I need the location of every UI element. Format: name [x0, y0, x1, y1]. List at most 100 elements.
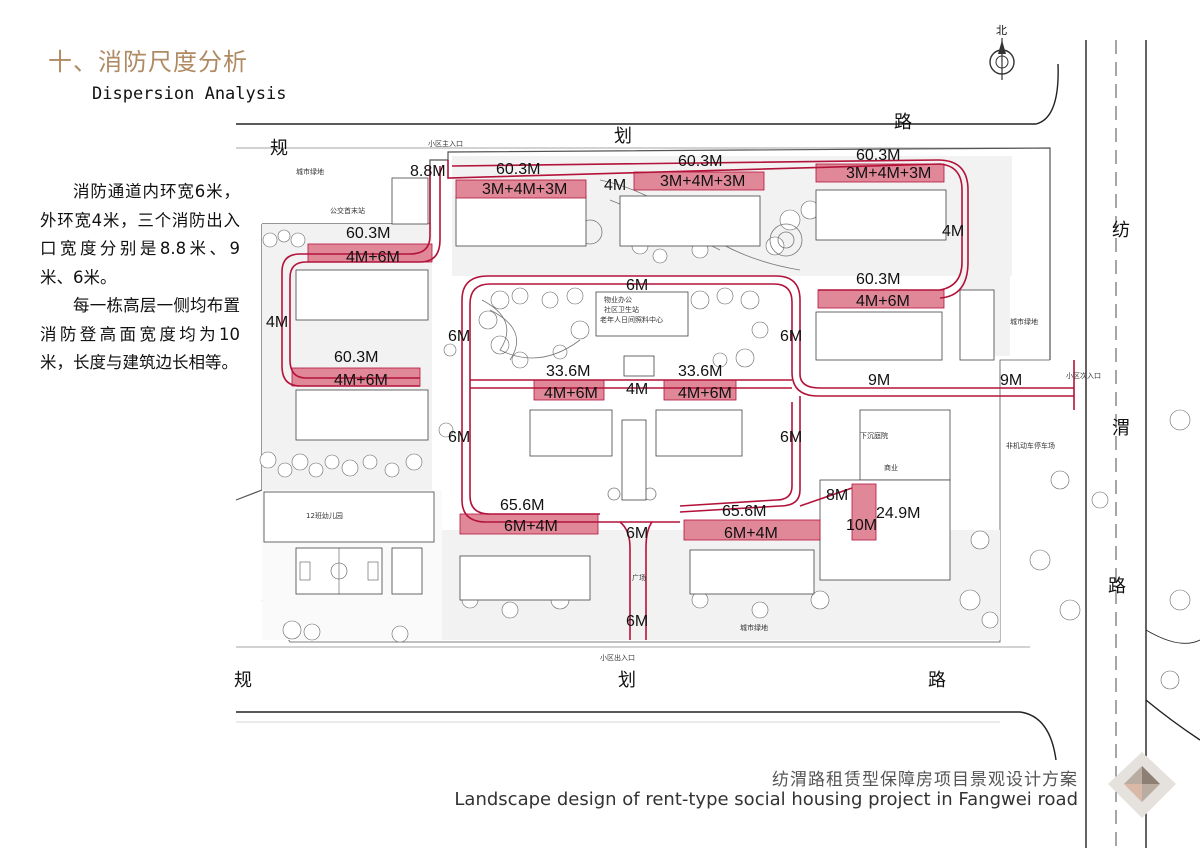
dim-n3-width: 3M+4M+3M: [846, 165, 931, 182]
dim-n2-width: 3M+4M+3M: [660, 173, 745, 190]
dim-outer-west: 4M: [266, 314, 288, 331]
plan-labels: 小区主入口 小区出入口 小区次入口 城市绿地 城市绿地 城市绿地 公交首末站 1…: [296, 139, 1101, 662]
label-square: 广场: [632, 573, 646, 582]
buildings: [263, 177, 995, 601]
dim-se-a: 8M: [826, 487, 848, 504]
description-paragraph-2: 每一栋高层一侧均布置消防登高面宽度均为10米，长度与建筑边长相等。: [40, 296, 240, 372]
label-green-city-3: 城市绿地: [740, 623, 768, 632]
label-gate-north: 小区主入口: [428, 139, 463, 148]
dim-n2-length: 60.3M: [678, 153, 722, 170]
dim-se-b: 10M: [846, 517, 877, 534]
dimension-labels: 8.8M 60.3M 3M+4M+3M 60.3M 3M+4M+3M 60.3M…: [266, 147, 1022, 630]
dim-s2-length: 65.6M: [722, 503, 766, 520]
dim-s1-width: 6M+4M: [504, 518, 558, 535]
dim-east-entry-a: 9M: [868, 372, 890, 389]
label-bus: 公交首末站: [330, 206, 365, 215]
dim-entry-south: 6M: [626, 613, 648, 630]
dim-se-length: 24.9M: [876, 505, 920, 522]
road-south-char-2: 划: [618, 670, 636, 691]
dim-inner-west-1: 6M: [448, 328, 470, 345]
band-s2: [683, 519, 821, 541]
road-south-char-1: 规: [234, 670, 252, 691]
band-n2: [633, 171, 765, 191]
fire-route: [281, 159, 1075, 640]
dim-e1-length: 60.3M: [856, 271, 900, 288]
page-subtitle: Dispersion Analysis: [92, 84, 287, 104]
bike-parking: [959, 289, 995, 361]
road-lines: [236, 40, 1200, 848]
kindergarten-building: [263, 491, 435, 543]
label-parking: 非机动车停车场: [1006, 441, 1055, 450]
dim-c2-length: 33.6M: [678, 363, 722, 380]
north-compass-icon: [989, 38, 1015, 80]
building-4: [295, 269, 429, 321]
bus-station: [391, 177, 429, 225]
footer-title-cn: 纺渭路租赁型保障房项目景观设计方案: [772, 770, 1078, 790]
dim-outer-east: 4M: [942, 223, 964, 240]
dim-n3-length: 60.3M: [856, 147, 900, 164]
description-text: 消防通道内环宽6米，外环宽4米，三个消防出入口宽度分别是8.8米、9米、6米。 …: [40, 178, 240, 378]
label-gate-south: 小区出入口: [600, 653, 635, 662]
road-south-char-3: 路: [928, 670, 946, 691]
dim-inner-east-2: 6M: [780, 429, 802, 446]
label-kindergarten: 12班幼儿园: [306, 511, 343, 520]
label-property: 物业办公: [604, 295, 632, 304]
building-12: [859, 409, 951, 481]
band-n3: [815, 163, 945, 183]
compass-label: 北: [996, 24, 1007, 37]
building-2: [619, 195, 761, 247]
building-9: [595, 291, 689, 337]
dim-c1-width: 4M+6M: [544, 385, 598, 402]
label-gate-east: 小区次入口: [1066, 371, 1101, 380]
dim-w2-length: 60.3M: [334, 349, 378, 366]
road-north-char-3: 路: [894, 112, 912, 133]
dim-s2-width: 6M+4M: [724, 525, 778, 542]
dim-n1-length: 60.3M: [496, 161, 540, 178]
dim-w1-width: 4M+6M: [346, 249, 400, 266]
sports-court-lines: [299, 548, 379, 594]
dim-w1-length: 60.3M: [346, 225, 390, 242]
label-green-city-2: 城市绿地: [1010, 317, 1038, 326]
logo-mark: [1108, 752, 1176, 818]
band-se: [851, 483, 877, 541]
label-green-city-1: 城市绿地: [296, 167, 324, 176]
dim-east-entry-b: 9M: [1000, 372, 1022, 389]
road-north-char-1: 规: [270, 138, 288, 159]
building-8: [655, 409, 743, 457]
building-10: [459, 555, 591, 601]
play-area: [391, 547, 423, 595]
dim-s1-length: 65.6M: [500, 497, 544, 514]
label-community: 社区卫生站: [604, 305, 639, 314]
dim-south-mid: 6M: [626, 525, 648, 542]
road-east-char-1: 纺: [1112, 220, 1130, 241]
building-6: [295, 389, 429, 441]
commercial-block: [819, 479, 951, 581]
description-paragraph-1: 消防通道内环宽6米，外环宽4米，三个消防出入口宽度分别是8.8米、9米、6米。: [40, 182, 240, 287]
dim-center-mid: 4M: [626, 381, 648, 398]
dim-e1-width: 4M+6M: [856, 293, 910, 310]
dim-outer-north: 4M: [604, 177, 626, 194]
dim-inner-east-1: 6M: [780, 328, 802, 345]
road-east-char-2: 渭: [1112, 418, 1130, 439]
building-1: [455, 195, 587, 247]
page-title: 十、消防尺度分析: [48, 48, 248, 76]
building-5: [815, 311, 943, 361]
dim-c2-width: 4M+6M: [678, 385, 732, 402]
building-11: [689, 549, 815, 595]
label-commercial: 商业: [884, 463, 898, 472]
pavilion: [623, 355, 655, 377]
building-7: [529, 409, 613, 457]
dim-w2-width: 4M+6M: [334, 372, 388, 389]
road-north-char-2: 划: [614, 126, 632, 147]
label-underground: 下沉庭院: [860, 431, 888, 440]
dim-inner-north: 6M: [626, 277, 648, 294]
dim-inner-west-2: 6M: [448, 429, 470, 446]
dim-c1-length: 33.6M: [546, 363, 590, 380]
band-n1: [455, 179, 587, 199]
road-east-char-3: 路: [1108, 576, 1126, 597]
fire-bands: [291, 163, 945, 541]
footer-title-en: Landscape design of rent-type social hou…: [454, 789, 1078, 810]
dim-entry-north: 8.8M: [410, 163, 446, 180]
water-feature: [621, 419, 647, 501]
